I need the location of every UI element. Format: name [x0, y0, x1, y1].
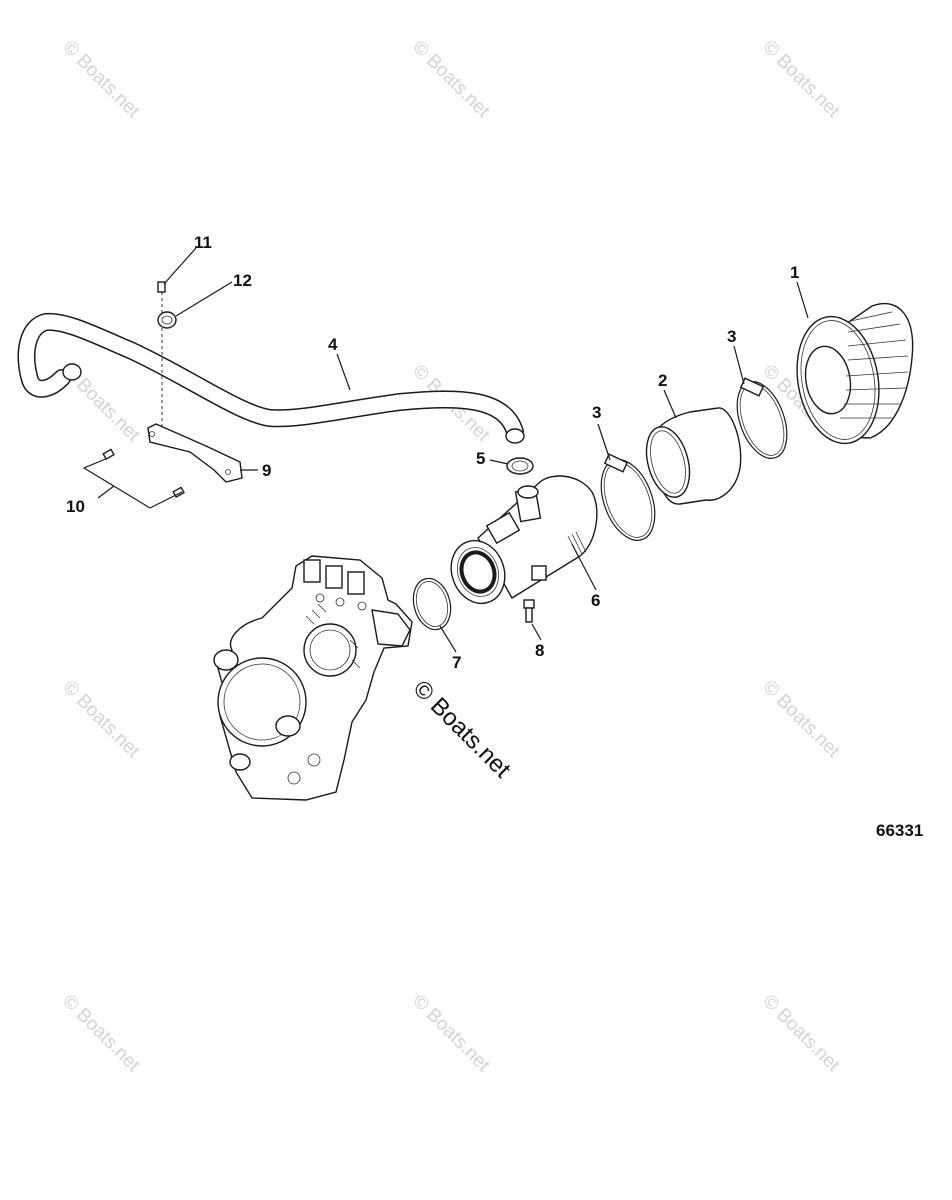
- watermark-text: © Boats.net: [758, 37, 844, 123]
- callout-5: 5: [476, 449, 485, 468]
- engine-housing: [213, 555, 413, 801]
- callout-10: 10: [66, 497, 85, 516]
- hose-clamp-part-5: [506, 457, 534, 475]
- clamp-part-3-left: [600, 453, 656, 541]
- callout-8: 8: [535, 641, 544, 660]
- watermark-text: © Boats.net: [58, 677, 144, 763]
- screw-part-10: [102, 448, 185, 499]
- watermark-text: © Boats.net: [758, 677, 844, 763]
- clamp-part-3-right: [736, 377, 788, 459]
- watermark-text: © Boats.net: [408, 991, 494, 1077]
- o-ring-part-7: [412, 577, 452, 631]
- center-watermark: © Boats.net: [408, 675, 516, 783]
- screw-part-11: [157, 281, 166, 430]
- watermark-text: © Boats.net: [408, 37, 494, 123]
- callout-4: 4: [328, 335, 338, 354]
- callout-labels: 1 2 3 3 4 5 6 7 8 9 10 11 12: [66, 233, 799, 672]
- watermark-layer: © Boats.net © Boats.net © Boats.net © Bo…: [58, 37, 844, 1077]
- leader-lines: [82, 247, 809, 653]
- callout-3-right: 3: [727, 327, 736, 346]
- clamp-part-12: [157, 311, 177, 329]
- watermark-text: © Boats.net: [58, 37, 144, 123]
- figure-number: 66331: [876, 821, 923, 840]
- callout-12: 12: [233, 271, 252, 290]
- bracket-part-9: [147, 423, 243, 483]
- callout-7: 7: [452, 653, 461, 672]
- callout-1: 1: [790, 263, 799, 282]
- hose-part-4: [17, 312, 525, 444]
- callout-3-left: 3: [592, 403, 601, 422]
- callout-11: 11: [194, 233, 212, 252]
- watermark-text: © Boats.net: [58, 991, 144, 1077]
- callout-2: 2: [658, 371, 667, 390]
- callout-6: 6: [591, 591, 600, 610]
- air-filter-part-1: [796, 303, 914, 445]
- coupler-part-2: [645, 407, 742, 505]
- watermark-text: © Boats.net: [758, 991, 844, 1077]
- bolt-part-8: [523, 599, 535, 623]
- callout-9: 9: [262, 461, 271, 480]
- intake-adapter-part-6: [450, 475, 598, 605]
